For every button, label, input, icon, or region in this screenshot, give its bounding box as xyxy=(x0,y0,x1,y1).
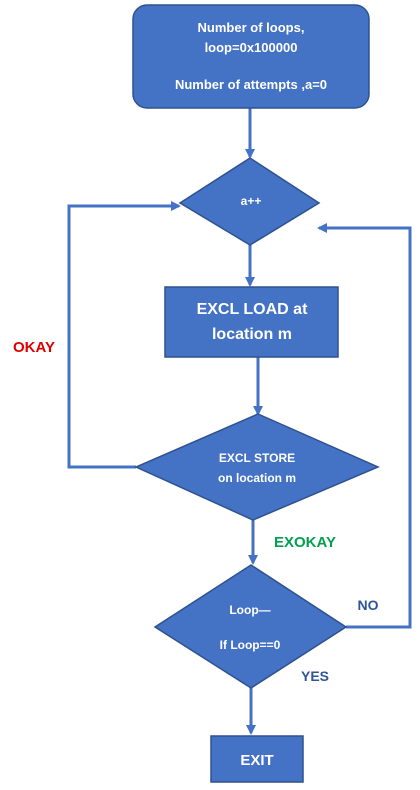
decision-loop-check: Loop— If Loop==0 xyxy=(153,564,348,689)
start-box-line1: Number of loops, xyxy=(198,20,305,35)
edge-label-okay: OKAY xyxy=(13,339,55,356)
connectors xyxy=(67,108,412,735)
process-excl-load-line2: location m xyxy=(212,326,292,343)
decision-increment: a++ xyxy=(178,157,321,246)
process-excl-load-line1: EXCL LOAD at xyxy=(197,301,309,318)
start-box-line3: Number of attempts ,a=0 xyxy=(175,77,327,92)
edge-label-yes: YES xyxy=(301,668,329,684)
exit-box-label: EXIT xyxy=(240,752,273,769)
decision-loop-check-line2: If Loop==0 xyxy=(220,638,281,652)
edge-label-no: NO xyxy=(358,597,379,613)
connector-no-loop-back xyxy=(317,223,412,629)
decision-excl-store-line1: EXCL STORE xyxy=(219,451,295,465)
decision-loop-check-line1: Loop— xyxy=(229,603,270,617)
decision-excl-store-line2: on location m xyxy=(218,471,296,485)
decision-increment-label: a++ xyxy=(241,194,262,208)
exit-box: EXIT xyxy=(210,735,304,783)
decision-excl-store: EXCL STORE on location m xyxy=(134,413,380,521)
start-box-line2: loop=0x100000 xyxy=(205,40,298,55)
connector-okay-loop-back xyxy=(67,201,181,469)
start-box: Number of loops, loop=0x100000 Number of… xyxy=(132,4,370,109)
process-excl-load: EXCL LOAD at location m xyxy=(164,286,339,358)
edge-label-exokay: EXOKAY xyxy=(274,534,336,551)
